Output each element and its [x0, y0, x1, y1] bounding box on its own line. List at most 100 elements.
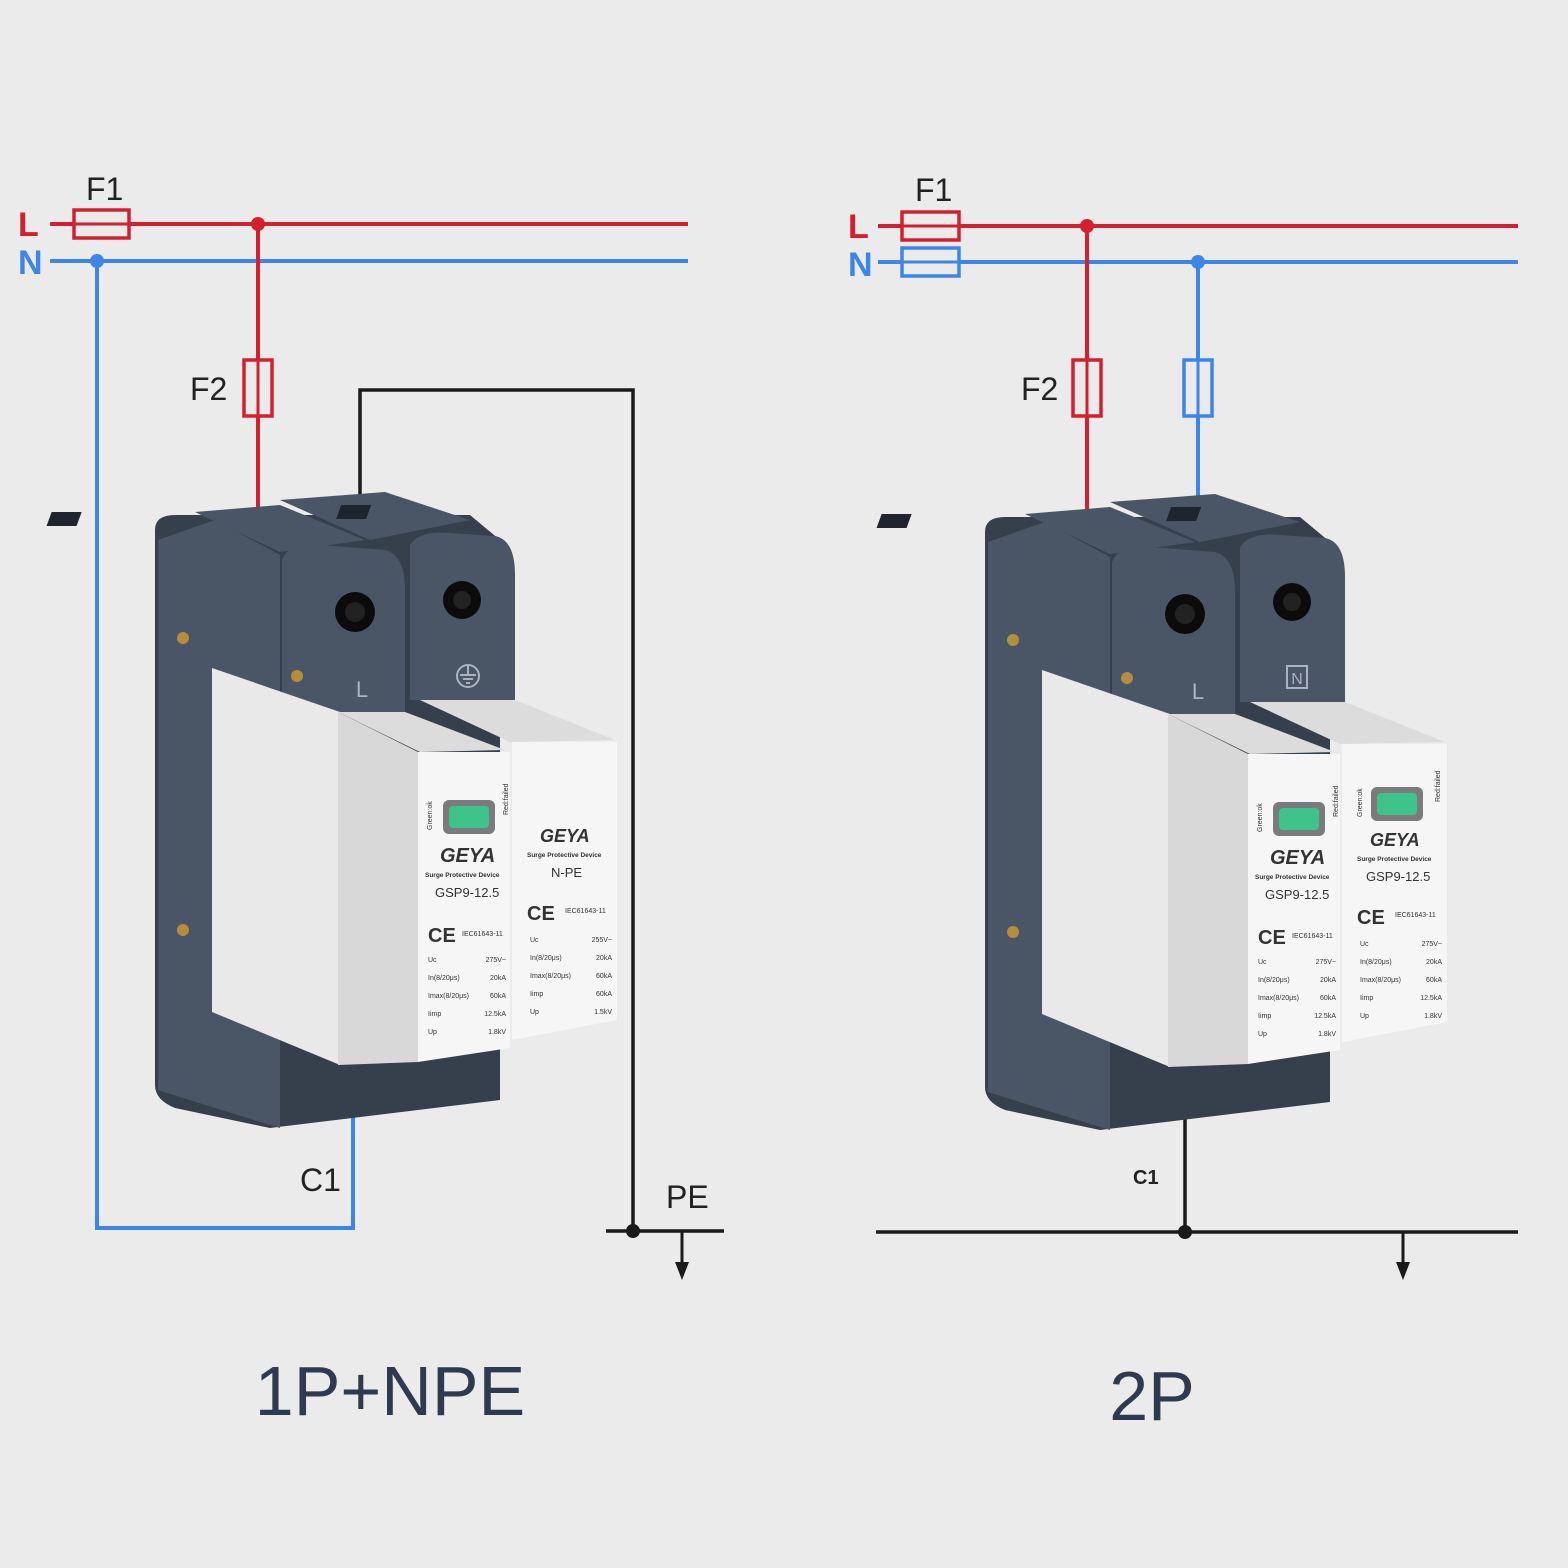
right-m2-standard: IEC61643-11 — [1395, 912, 1436, 919]
spec-key: Imax(8/20μs) — [1360, 977, 1401, 984]
right-top-clamp-1 — [1025, 507, 1195, 554]
left-m2-ce: CE — [527, 903, 555, 925]
left-label-n: N — [18, 244, 43, 282]
right-label-l: L — [848, 208, 869, 246]
spec-value: 255V~ — [592, 937, 612, 944]
right-m2-model: GSP9-12.5 — [1366, 869, 1430, 884]
spec-value: 20kA — [490, 975, 506, 982]
left-m1-product: Surge Protective Device — [425, 872, 500, 879]
spec-value: 12.5kA — [484, 1011, 506, 1018]
left-label-f1: F1 — [86, 171, 123, 207]
left-m2-product: Surge Protective Device — [527, 852, 602, 859]
right-m2-brand: GEYA — [1370, 830, 1420, 850]
left-screw-hole-2-inner — [453, 591, 471, 609]
left-m1-specs: Uc 275V~ In(8/20μs) 20kA Imax(8/20μs) 60kA Iim… — [428, 957, 506, 1036]
spec-key: Uc — [1360, 941, 1369, 948]
right-caption: 2P — [1109, 1357, 1195, 1435]
left-clamp-slot-2 — [336, 505, 372, 519]
spec-value: 60kA — [1320, 995, 1336, 1002]
spec-value: 60kA — [1426, 977, 1442, 984]
spec-key: Iimp — [428, 1011, 441, 1018]
right-screw-hole-1-inner — [1175, 604, 1195, 624]
right-m2-ce: CE — [1357, 907, 1385, 929]
right-status-window-2-green — [1377, 793, 1417, 815]
left-label-l: L — [18, 206, 39, 244]
left-top-clamp-2 — [280, 492, 470, 540]
left-m1-standard: IEC61643-11 — [462, 931, 503, 938]
spec-key: Uc — [530, 937, 539, 944]
right-screw-hole-2-inner — [1283, 593, 1301, 611]
left-terminal-l-label: L — [356, 677, 368, 702]
right-label-n: N — [848, 246, 873, 284]
spec-value: 275V~ — [1422, 941, 1442, 948]
spec-value: 60kA — [596, 991, 612, 998]
spec-key: Up — [1360, 1013, 1369, 1020]
right-label-f2: F2 — [1021, 371, 1058, 407]
spec-key: Up — [428, 1029, 437, 1036]
right-m1-standard: IEC61643-11 — [1292, 933, 1333, 940]
spec-value: 60kA — [490, 993, 506, 1000]
spec-key: In(8/20μs) — [428, 975, 460, 982]
left-m2-standard: IEC61643-11 — [565, 908, 606, 915]
spec-key: Imax(8/20μs) — [530, 973, 571, 980]
right-vent-1 — [1168, 714, 1335, 754]
ground-symbol-icon — [456, 664, 480, 688]
spec-key: Uc — [1258, 959, 1267, 966]
spec-key: Up — [530, 1009, 539, 1016]
right-m1-okfail-b: Red:failed — [1333, 785, 1340, 817]
spec-value: 20kA — [596, 955, 612, 962]
left-m1-model: GSP9-12.5 — [435, 885, 499, 900]
left-m1-brand: GEYA — [440, 845, 495, 867]
right-m1-ce: CE — [1258, 927, 1286, 949]
spec-value: 12.5kA — [1420, 995, 1442, 1002]
right-terminal-l-label: L — [1192, 679, 1204, 704]
left-vent-1 — [338, 712, 505, 752]
right-terminal-n-label: N — [1291, 671, 1303, 688]
right-m1-product: Surge Protective Device — [1255, 874, 1330, 881]
right-ground-junction — [1178, 1225, 1192, 1239]
spec-key: In(8/20μs) — [1258, 977, 1290, 984]
spec-key: Up — [1258, 1031, 1267, 1038]
left-face-plate — [212, 668, 340, 1065]
spec-value: 1.5kV — [594, 1009, 612, 1016]
spec-key: Iimp — [1258, 1013, 1271, 1020]
spec-key: Uc — [428, 957, 437, 964]
spec-key: In(8/20μs) — [1360, 959, 1392, 966]
spec-key: Imax(8/20μs) — [428, 993, 469, 1000]
left-ground-junction — [626, 1224, 640, 1238]
left-m1-ce: CE — [428, 925, 456, 947]
left-top-clamp-1 — [195, 505, 365, 552]
left-m2-brand: GEYA — [540, 826, 590, 846]
spec-value: 12.5kA — [1314, 1013, 1336, 1020]
left-pe-wire — [358, 388, 635, 1231]
right-vent-2 — [1250, 702, 1445, 744]
spec-key: In(8/20μs) — [530, 955, 562, 962]
right-label-f1: F1 — [915, 172, 952, 208]
neutral-symbol-icon: N — [1286, 665, 1308, 689]
right-m1-model: GSP9-12.5 — [1265, 887, 1329, 902]
right-m1-okfail-a: Green:ok — [1257, 803, 1264, 832]
right-module-1-text: Green:ok Red:failed GEYA Surge Protectiv… — [1255, 785, 1340, 949]
right-label-c1: C1 — [1133, 1167, 1159, 1189]
right-top-clamp-2 — [1110, 494, 1300, 542]
right-clamp-slot-1 — [876, 514, 912, 528]
spec-value: 1.8kV — [1318, 1031, 1336, 1038]
left-clamp-slot-1 — [46, 512, 82, 526]
right-ground-arrow-icon — [1396, 1262, 1410, 1280]
left-c1-wire — [95, 261, 355, 1230]
left-label-pe: PE — [666, 1179, 709, 1215]
left-label-c1: C1 — [300, 1162, 341, 1198]
left-status-window-green — [449, 806, 489, 828]
diagram-2p: L N F1 F2 C1 2P L N — [848, 172, 1518, 1435]
right-clamp-slot-2 — [1166, 507, 1202, 521]
spec-key: Iimp — [1360, 995, 1373, 1002]
spec-value: 275V~ — [486, 957, 506, 964]
left-screw-hole-1-inner — [345, 602, 365, 622]
right-spd-device: L N Green:ok Red:failed — [876, 494, 1447, 1130]
left-module-1-text: Green:ok Red:failed GEYA Surge Protectiv… — [425, 783, 510, 947]
left-module-2 — [512, 742, 617, 1040]
